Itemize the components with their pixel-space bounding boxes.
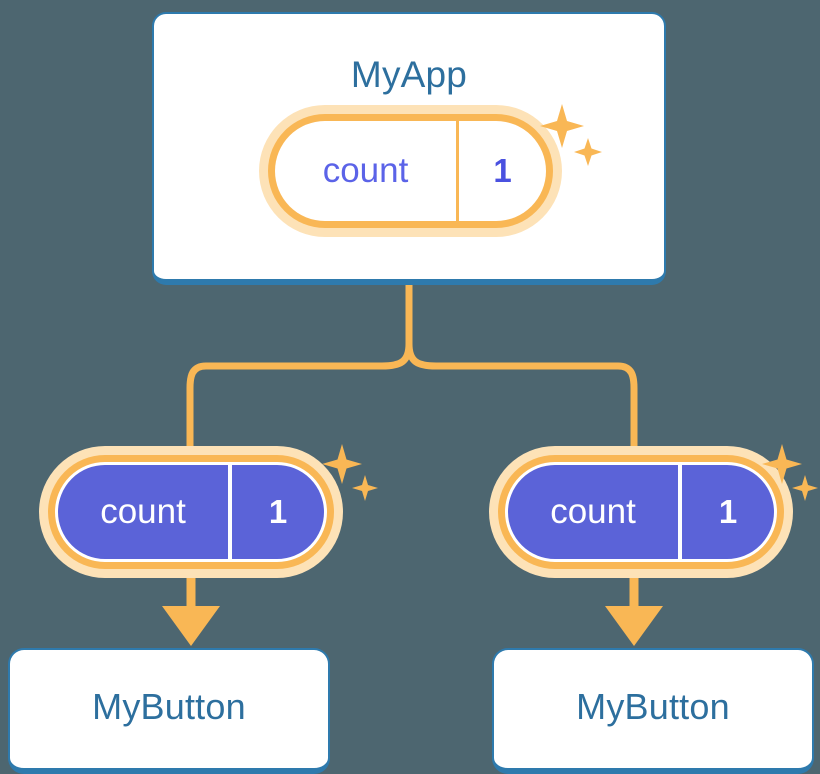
state-pill-root[interactable]: count 1 <box>268 114 553 228</box>
state-pill-child-right[interactable]: count 1 <box>498 455 784 569</box>
root-to-children-connector <box>186 281 413 453</box>
state-pill-body: count 1 <box>505 462 777 562</box>
page-title: MyButton <box>576 686 730 727</box>
state-value: 1 <box>456 121 546 221</box>
component-card-mybutton-left[interactable]: MyButton <box>8 648 330 774</box>
state-to-component-arrow <box>162 570 220 646</box>
page-title: MyApp <box>350 54 468 95</box>
state-value: 1 <box>228 465 324 559</box>
state-pill-body: count 1 <box>275 121 546 221</box>
state-value: 1 <box>678 465 774 559</box>
sparkles-icon <box>762 444 818 504</box>
state-pill-body: count 1 <box>55 462 327 562</box>
sparkles-icon <box>322 444 378 504</box>
page-title: MyButton <box>92 686 246 727</box>
component-card-myapp[interactable]: MyApp <box>152 12 666 285</box>
sparkles-icon <box>540 104 602 170</box>
state-pill-child-left[interactable]: count 1 <box>48 455 334 569</box>
root-to-children-connector <box>405 281 638 453</box>
state-key: count <box>100 492 186 531</box>
component-card-mybutton-right[interactable]: MyButton <box>492 648 814 774</box>
state-to-component-arrow <box>605 570 663 646</box>
state-key: count <box>322 151 409 190</box>
state-key: count <box>550 492 636 531</box>
